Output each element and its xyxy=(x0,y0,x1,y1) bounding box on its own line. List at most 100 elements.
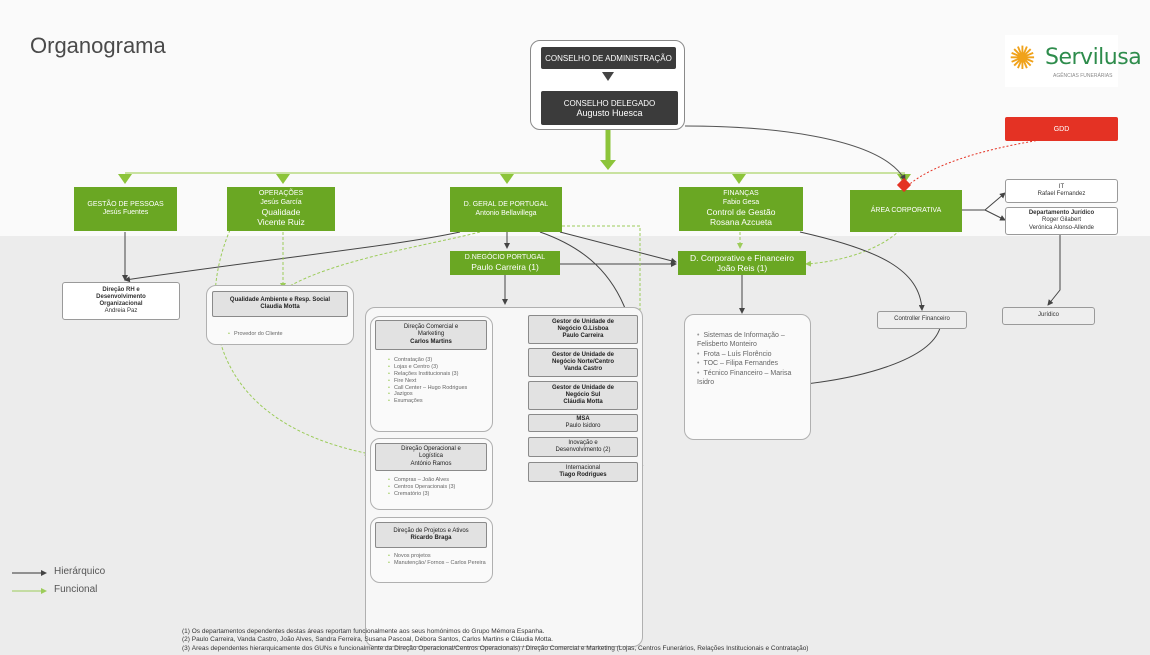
list-item: Frota – Luís Florêncio xyxy=(697,350,807,359)
footnotes: (1) Os departamentos dependentes destas … xyxy=(182,628,1082,653)
list-item: Centros Operacionais (3) xyxy=(388,484,488,491)
qualidade-box: Qualidade Ambiente e Resp. Social Claudi… xyxy=(212,291,348,317)
qualidade-title: Qualidade Ambiente e Resp. Social xyxy=(229,296,331,303)
d-geral-name: Antonio Bellavillega xyxy=(475,209,537,217)
d-negocio-title: D.NEGÓCIO PORTUGAL xyxy=(464,253,546,261)
gestor-line2: Negócio G.Lisboa xyxy=(557,325,609,332)
internacional-name: Tiago Rodrigues xyxy=(559,472,607,478)
d-geral-portugal-box: D. GERAL DE PORTUGAL Antonio Bellavilleg… xyxy=(450,187,562,232)
list-item: Compras – João Alves xyxy=(388,477,488,484)
msa-title: MSA xyxy=(576,415,590,422)
d-corp-name: João Reis (1) xyxy=(716,263,768,273)
gestor-line2: Negócio Sul xyxy=(565,391,601,398)
d-negocio-name: Paulo Carreira (1) xyxy=(471,262,539,273)
area-corporativa-box: ÁREA CORPORATIVA xyxy=(850,190,962,232)
gestor-name: Cláudia Motta xyxy=(563,399,603,406)
servilusa-logo: ✺ Servilusa AGÊNCIAS FUNERÁRIAS xyxy=(1005,35,1142,87)
internacional-title: Internacional xyxy=(565,464,601,471)
operacional-line2: Logística xyxy=(418,453,443,460)
d-negocio-portugal-box: D.NEGÓCIO PORTUGAL Paulo Carreira (1) xyxy=(450,251,560,275)
page-title: Organograma xyxy=(30,33,166,58)
rh-line2: Desenvolvimento xyxy=(96,293,146,300)
list-item: Contratação (3) xyxy=(388,357,488,364)
projetos-line1: Direção de Projetos e Ativos xyxy=(393,527,469,534)
gestor-name: Vanda Castro xyxy=(563,366,603,373)
footnote-2: (2) Paulo Carreira, Vanda Castro, João A… xyxy=(182,636,553,644)
conselho-delegado-name: Augusto Huesca xyxy=(576,107,643,118)
qualidade-name: Vicente Ruiz xyxy=(257,217,305,228)
rh-name: Andreia Paz xyxy=(104,308,138,315)
gestao-name: Jesús Fuentes xyxy=(102,209,149,216)
comercial-line2: Marketing xyxy=(417,331,445,338)
down-arrow-icon xyxy=(602,72,614,81)
qualidade-title: Qualidade xyxy=(261,207,301,218)
list-item: Provedor do Cliente xyxy=(228,331,348,338)
gestor-name: Paulo Carreira xyxy=(562,333,604,340)
list-item: Call Center – Hugo Rodrigues xyxy=(388,385,488,392)
rh-line1: Direção RH e xyxy=(102,286,140,293)
legend-hierarquico: Hierárquico xyxy=(54,566,106,577)
list-item: Relações Institucionais (3) xyxy=(388,371,488,378)
it-title: IT xyxy=(1058,183,1065,190)
conselho-delegado-label: CONSELHO DELEGADO xyxy=(563,98,656,108)
corporativo-list: Sistemas de Informação – Felisberto Mont… xyxy=(697,331,807,388)
operacional-list: Compras – João Alves Centros Operacionai… xyxy=(388,477,488,498)
msa-name: Paulo Isidoro xyxy=(565,423,601,429)
comercial-line1: Direção Comercial e xyxy=(403,324,459,331)
gdd-label: GDD xyxy=(1053,125,1070,133)
operacoes-name: Jesús García xyxy=(260,198,302,206)
it-box: IT Rafael Fernandez xyxy=(1005,179,1118,203)
direcao-rh-box: Direção RH e Desenvolvimento Organizacio… xyxy=(62,282,180,320)
comercial-name: Carlos Martins xyxy=(410,338,452,345)
qualidade-list: Provedor do Cliente xyxy=(228,331,348,338)
projetos-head: Direção de Projetos e Ativos Ricardo Bra… xyxy=(375,522,487,548)
list-item: Novos projetos xyxy=(388,553,488,560)
operacoes-title: OPERAÇÕES xyxy=(258,190,304,198)
controller-financeiro-box: Controller Financeiro xyxy=(877,311,967,329)
list-item: Manutenção/ Fornos – Carlos Pereira xyxy=(388,560,488,567)
juridico-dept-name1: Roger Gilabert xyxy=(1041,217,1082,224)
juridico-box: Jurídico xyxy=(1002,307,1095,325)
list-item: Lojas e Centro (3) xyxy=(388,364,488,371)
gestor-sul-box: Gestor de Unidade de Negócio Sul Cláudia… xyxy=(528,381,638,410)
inovacao-line1: Inovação e xyxy=(568,439,598,446)
gestor-line1: Gestor de Unidade de xyxy=(551,384,614,391)
d-corp-title: D. Corporativo e Financeiro xyxy=(690,252,794,263)
flower-icon: ✺ xyxy=(1009,40,1036,76)
logo-name: Servilusa xyxy=(1045,45,1142,70)
juridico-dept-title: Departamento Jurídico xyxy=(1028,210,1095,217)
gestor-line2: Negócio Norte/Centro xyxy=(551,358,614,365)
gestao-title: GESTÃO DE PESSOAS xyxy=(87,200,164,208)
list-item: Jazigos xyxy=(388,391,488,398)
list-item: Crematório (3) xyxy=(388,491,488,498)
gestor-lisboa-box: Gestor de Unidade de Negócio G.Lisboa Pa… xyxy=(528,315,638,344)
msa-box: MSA Paulo Isidoro xyxy=(528,414,638,432)
gestao-pessoas-box: GESTÃO DE PESSOAS Jesús Fuentes xyxy=(74,187,177,231)
operacional-head: Direção Operacional e Logística António … xyxy=(375,443,487,471)
projetos-list: Novos projetos Manutenção/ Fornos – Carl… xyxy=(388,553,488,567)
financas-name: Fabio Gesa xyxy=(722,198,760,206)
financas-box: FINANÇAS Fabio Gesa Control de Gestão Ro… xyxy=(679,187,803,231)
operacoes-box: OPERAÇÕES Jesús García Qualidade Vicente… xyxy=(227,187,335,231)
rh-line3: Organizacional xyxy=(99,301,143,307)
inovacao-box: Inovação e Desenvolvimento (2) xyxy=(528,437,638,457)
inovacao-line2: Desenvolvimento (2) xyxy=(555,447,611,453)
internacional-box: Internacional Tiago Rodrigues xyxy=(528,462,638,482)
juridico-dept-name2: Verónica Alonso-Allende xyxy=(1028,224,1095,231)
comercial-list: Contratação (3) Lojas e Centro (3) Relaç… xyxy=(388,357,488,405)
conselho-administracao-label: CONSELHO DE ADMINISTRAÇÃO xyxy=(545,53,672,63)
departamento-juridico-box: Departamento Jurídico Roger Gilabert Ver… xyxy=(1005,207,1118,235)
gestor-line1: Gestor de Unidade de xyxy=(551,318,614,325)
list-item: Sistemas de Informação – Felisberto Mont… xyxy=(697,331,807,350)
gestor-line1: Gestor de Unidade de xyxy=(551,351,614,358)
operacional-name: António Ramos xyxy=(410,460,452,467)
projetos-name: Ricardo Braga xyxy=(410,535,452,541)
list-item: Fire Next xyxy=(388,378,488,385)
juridico-label: Jurídico xyxy=(1037,312,1059,319)
footnote-3: (3) Áreas dependentes hierarquicamente d… xyxy=(182,644,809,652)
conselho-delegado-box: CONSELHO DELEGADO Augusto Huesca xyxy=(541,91,678,125)
list-item: Técnico Financeiro – Marisa Isidro xyxy=(697,369,807,388)
comercial-head: Direção Comercial e Marketing Carlos Mar… xyxy=(375,320,487,350)
legend-funcional: Funcional xyxy=(54,584,98,595)
list-item: TOC – Filipa Fernandes xyxy=(697,359,807,368)
